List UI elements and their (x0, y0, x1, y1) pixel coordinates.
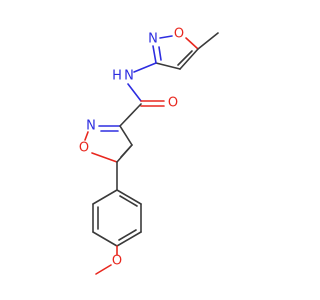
bond-ph-1-2 (116, 189, 142, 205)
bond-c5-c4 (179, 48, 199, 70)
bond-c4-c3 (155, 62, 181, 70)
bond-o-methyl (95, 264, 112, 275)
bond-ph-3-4 (116, 231, 142, 247)
bond-mid-c4-c3 (119, 125, 133, 146)
atom-mid-ring-oxygen: O (79, 141, 89, 156)
bond-c3-n2-double-a (152, 45, 157, 64)
atom-methoxy-oxygen: O (112, 254, 122, 269)
bond-ph-6-1 (92, 189, 118, 205)
bond-c5-c4-double (177, 50, 193, 66)
bond-c3-n2-double-b (158, 46, 162, 61)
bond-mid-n-o (84, 131, 89, 141)
bond-n2-o1 (159, 35, 173, 39)
bond-mid-o-c5 (91, 152, 118, 163)
atom-mid-ring-nitrogen: N (86, 119, 96, 134)
bond-o1-c5 (185, 37, 199, 50)
bond-c3-amide-n (133, 62, 157, 73)
bond-carbonyl-c-ring (119, 103, 142, 127)
atom-top-ring-nitrogen: N (148, 32, 158, 47)
atom-amide-hydrogen: H (112, 69, 122, 84)
bond-mid-c5-c4-double (120, 145, 132, 158)
bond-ph-4-5 (92, 231, 118, 247)
atom-carbonyl-oxygen: O (168, 96, 178, 111)
bond-ph-inner-b (118, 229, 137, 241)
bond-amide-n-carbonyl-c (127, 83, 142, 102)
bond-methyl-c5 (197, 32, 219, 50)
atom-amide-nitrogen: N (124, 69, 134, 84)
molecule-diagram: O N N H O N O O (78, 26, 219, 275)
atom-top-ring-oxygen: O (174, 27, 184, 42)
structure-svg: O N N H O N O O (79, 27, 219, 275)
bond-ph-inner-a (119, 195, 138, 207)
